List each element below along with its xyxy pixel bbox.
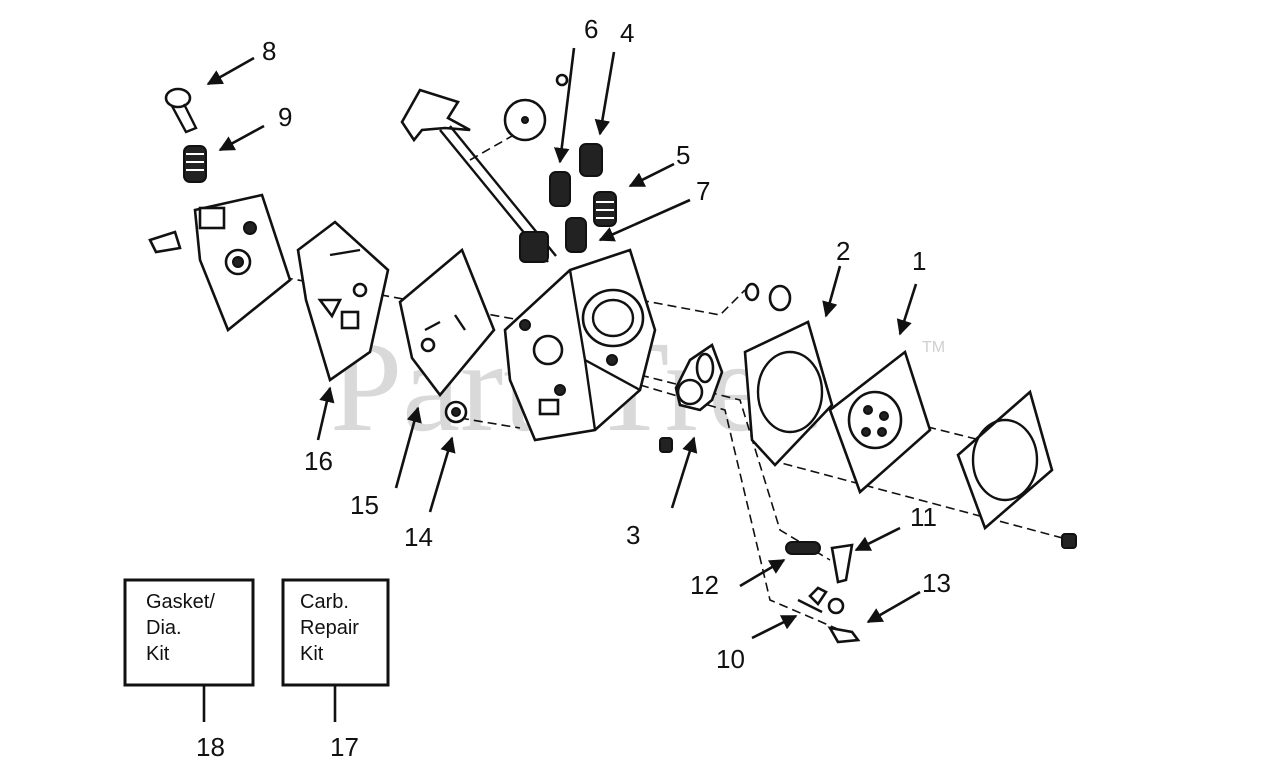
part-8-screw [164,87,198,134]
part-3-inlet [659,342,724,453]
pump-cover-plate [148,193,292,333]
metering-cover [956,389,1077,549]
callout-1: 1 [912,246,926,276]
callout-13: 13 [922,568,951,598]
part-10-pin [797,586,828,614]
callout-12: 12 [690,570,719,600]
callout-4: 4 [620,18,634,48]
callout-8: 8 [262,36,276,66]
part-16-gasket [296,220,390,383]
kit-repair-line1: Carb. [300,591,349,613]
kit-gasket-line2: Dia. [146,617,182,639]
callout-14: 14 [404,522,433,552]
part-9-spring [183,145,207,183]
part-11-lever [830,543,854,584]
part-4-needle [579,143,603,177]
part-15-diaphragm [398,247,496,398]
callout-5: 5 [676,140,690,170]
kit-box-gasket: Gasket/ Dia. Kit 18 [123,578,255,762]
part-13-screw [827,597,861,644]
part-2-gasket [743,320,834,467]
callout-18: 18 [196,732,225,762]
callout-11: 11 [910,502,937,532]
kit-box-repair: Carb. Repair Kit 17 [281,578,390,762]
callout-arrows [206,47,921,640]
callout-9: 9 [278,102,292,132]
callout-17: 17 [330,732,359,762]
kit-repair-line3: Kit [300,643,324,665]
callout-10: 10 [716,644,745,674]
part-5-spring [593,191,617,227]
kit-gasket-line1: Gasket/ [146,591,215,613]
kit-repair-line2: Repair [300,617,359,639]
callout-2: 2 [836,236,850,266]
kit-gasket-line3: Kit [146,643,170,665]
part-14-washer [444,400,468,424]
o-ring [744,282,792,312]
part-6-needle [549,171,587,253]
callout-7: 7 [696,176,710,206]
part-1-diaphragm [828,349,932,495]
carburetor-body [503,248,657,442]
throttle-lever [400,73,569,263]
callout-6: 6 [584,14,598,44]
watermark-trademark: TM [922,339,945,356]
part-12-spring [785,541,821,555]
callout-16: 16 [304,446,333,476]
callout-15: 15 [350,490,379,520]
callout-3: 3 [626,520,640,550]
